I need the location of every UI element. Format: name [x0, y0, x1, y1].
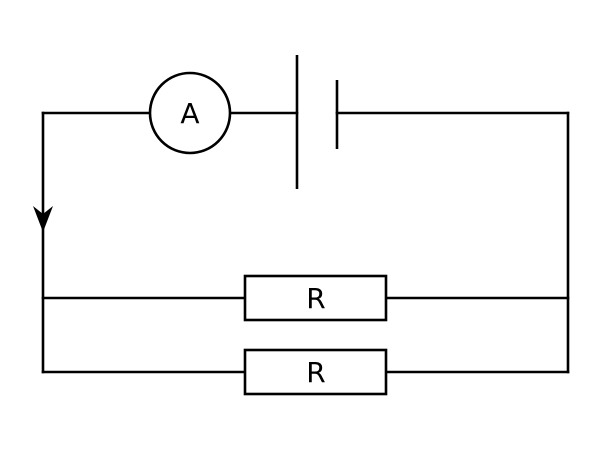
- ammeter: A: [148, 71, 232, 155]
- resistor-upper-label: R: [306, 282, 325, 315]
- battery-cell: [295, 55, 339, 189]
- ammeter-circle: [148, 71, 232, 155]
- resistor-lower-body: [243, 348, 388, 396]
- current-direction-arrow-icon: [33, 206, 53, 232]
- ammeter-label: A: [180, 97, 199, 130]
- resistor-upper-body: [243, 274, 388, 322]
- resistor-lower: R: [243, 348, 388, 396]
- resistor-lower-label: R: [306, 356, 325, 389]
- resistor-upper: R: [243, 274, 388, 322]
